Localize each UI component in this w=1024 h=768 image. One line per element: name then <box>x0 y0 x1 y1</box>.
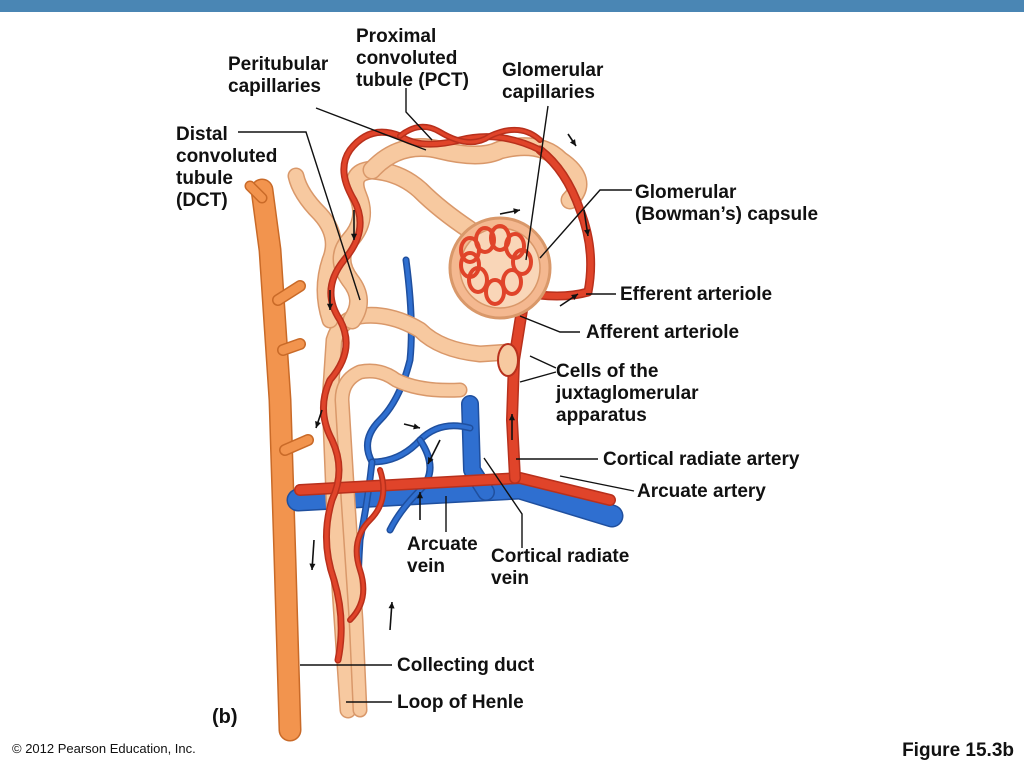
duct-branch-4 <box>246 182 266 202</box>
duct-branch-3 <box>280 435 313 455</box>
peritubular-capillary-network <box>321 130 542 662</box>
flow-arrow-head-11 <box>584 229 591 236</box>
leader-line-10 <box>559 475 635 492</box>
loop-and-dct-tubule <box>323 308 517 717</box>
glomerulus <box>448 216 552 320</box>
flow-arrow-head-5 <box>416 492 424 499</box>
dct-coil <box>289 169 341 327</box>
flow-arrow-head-0 <box>350 233 358 240</box>
flow-arrow-head-12 <box>571 294 578 301</box>
figure-number: Figure 15.3b <box>902 740 1014 761</box>
leader-line-4 <box>539 189 632 259</box>
glomerular-capillary-loop-6 <box>484 278 506 306</box>
leader-line-0 <box>405 88 433 141</box>
label-collecting-duct: Collecting duct <box>397 655 535 676</box>
duct-branch-1 <box>273 281 305 305</box>
collecting-duct <box>252 180 300 740</box>
venous-capillary-3 <box>388 438 432 532</box>
label-efferent-arteriole: Efferent arteriole <box>620 284 773 305</box>
header-bar <box>0 0 1024 12</box>
panel-letter: (b) <box>212 706 238 728</box>
collecting-duct-shape <box>244 178 314 742</box>
pct-coil-1 <box>334 162 478 328</box>
arterial-vessels <box>294 123 616 664</box>
label-loop-of-henle: Loop of Henle <box>397 692 524 713</box>
flow-arrow-head-3 <box>309 563 316 570</box>
flow-arrow-head-2 <box>315 421 321 428</box>
glomerular-capillary-loop-1 <box>474 226 496 254</box>
label-afferent-arteriole: Afferent arteriole <box>586 322 740 343</box>
flow-arrow-head-1 <box>326 303 334 310</box>
label-arcuate-artery: Arcuate artery <box>637 481 766 502</box>
efferent-arteriole <box>517 147 594 299</box>
flow-arrow-head-10 <box>569 139 576 146</box>
peritubular-capillary-3 <box>348 468 385 622</box>
cortical-radiate-artery <box>507 305 527 483</box>
pct-coil-2 <box>364 138 586 208</box>
loop-ascending-limb <box>336 365 466 716</box>
flow-arrow-head-8 <box>508 414 516 421</box>
leader-line-7 <box>529 355 557 369</box>
leader-line-12 <box>483 457 523 548</box>
label-bowman-capsule: Glomerular(Bowman’s) capsule <box>635 182 819 225</box>
duct-branch-2 <box>278 339 305 355</box>
flow-arrows <box>309 133 591 631</box>
leader-lines <box>238 88 635 703</box>
leader-line-2 <box>525 105 549 261</box>
macula-densa <box>497 343 519 377</box>
arcuate-vein <box>288 478 622 526</box>
label-cortical-radiate-artery: Cortical radiate artery <box>603 449 800 470</box>
leader-line-8 <box>519 371 557 383</box>
glomerular-capillary-loop-5 <box>501 268 523 296</box>
leader-line-6 <box>519 315 580 333</box>
glomerular-capillary-loop-8 <box>459 251 481 279</box>
leader-line-1 <box>315 107 427 151</box>
copyright-notice: © 2012 Pearson Education, Inc. <box>12 741 196 756</box>
flow-arrow-head-4 <box>388 602 395 609</box>
flow-arrow-head-6 <box>428 457 434 464</box>
leader-line-3 <box>238 131 361 301</box>
nephron-tubule <box>287 137 588 719</box>
flow-arrow-head-9 <box>513 208 520 215</box>
flow-arrow-head-7 <box>413 423 420 430</box>
glomerular-capillary-loop-4 <box>511 248 533 276</box>
